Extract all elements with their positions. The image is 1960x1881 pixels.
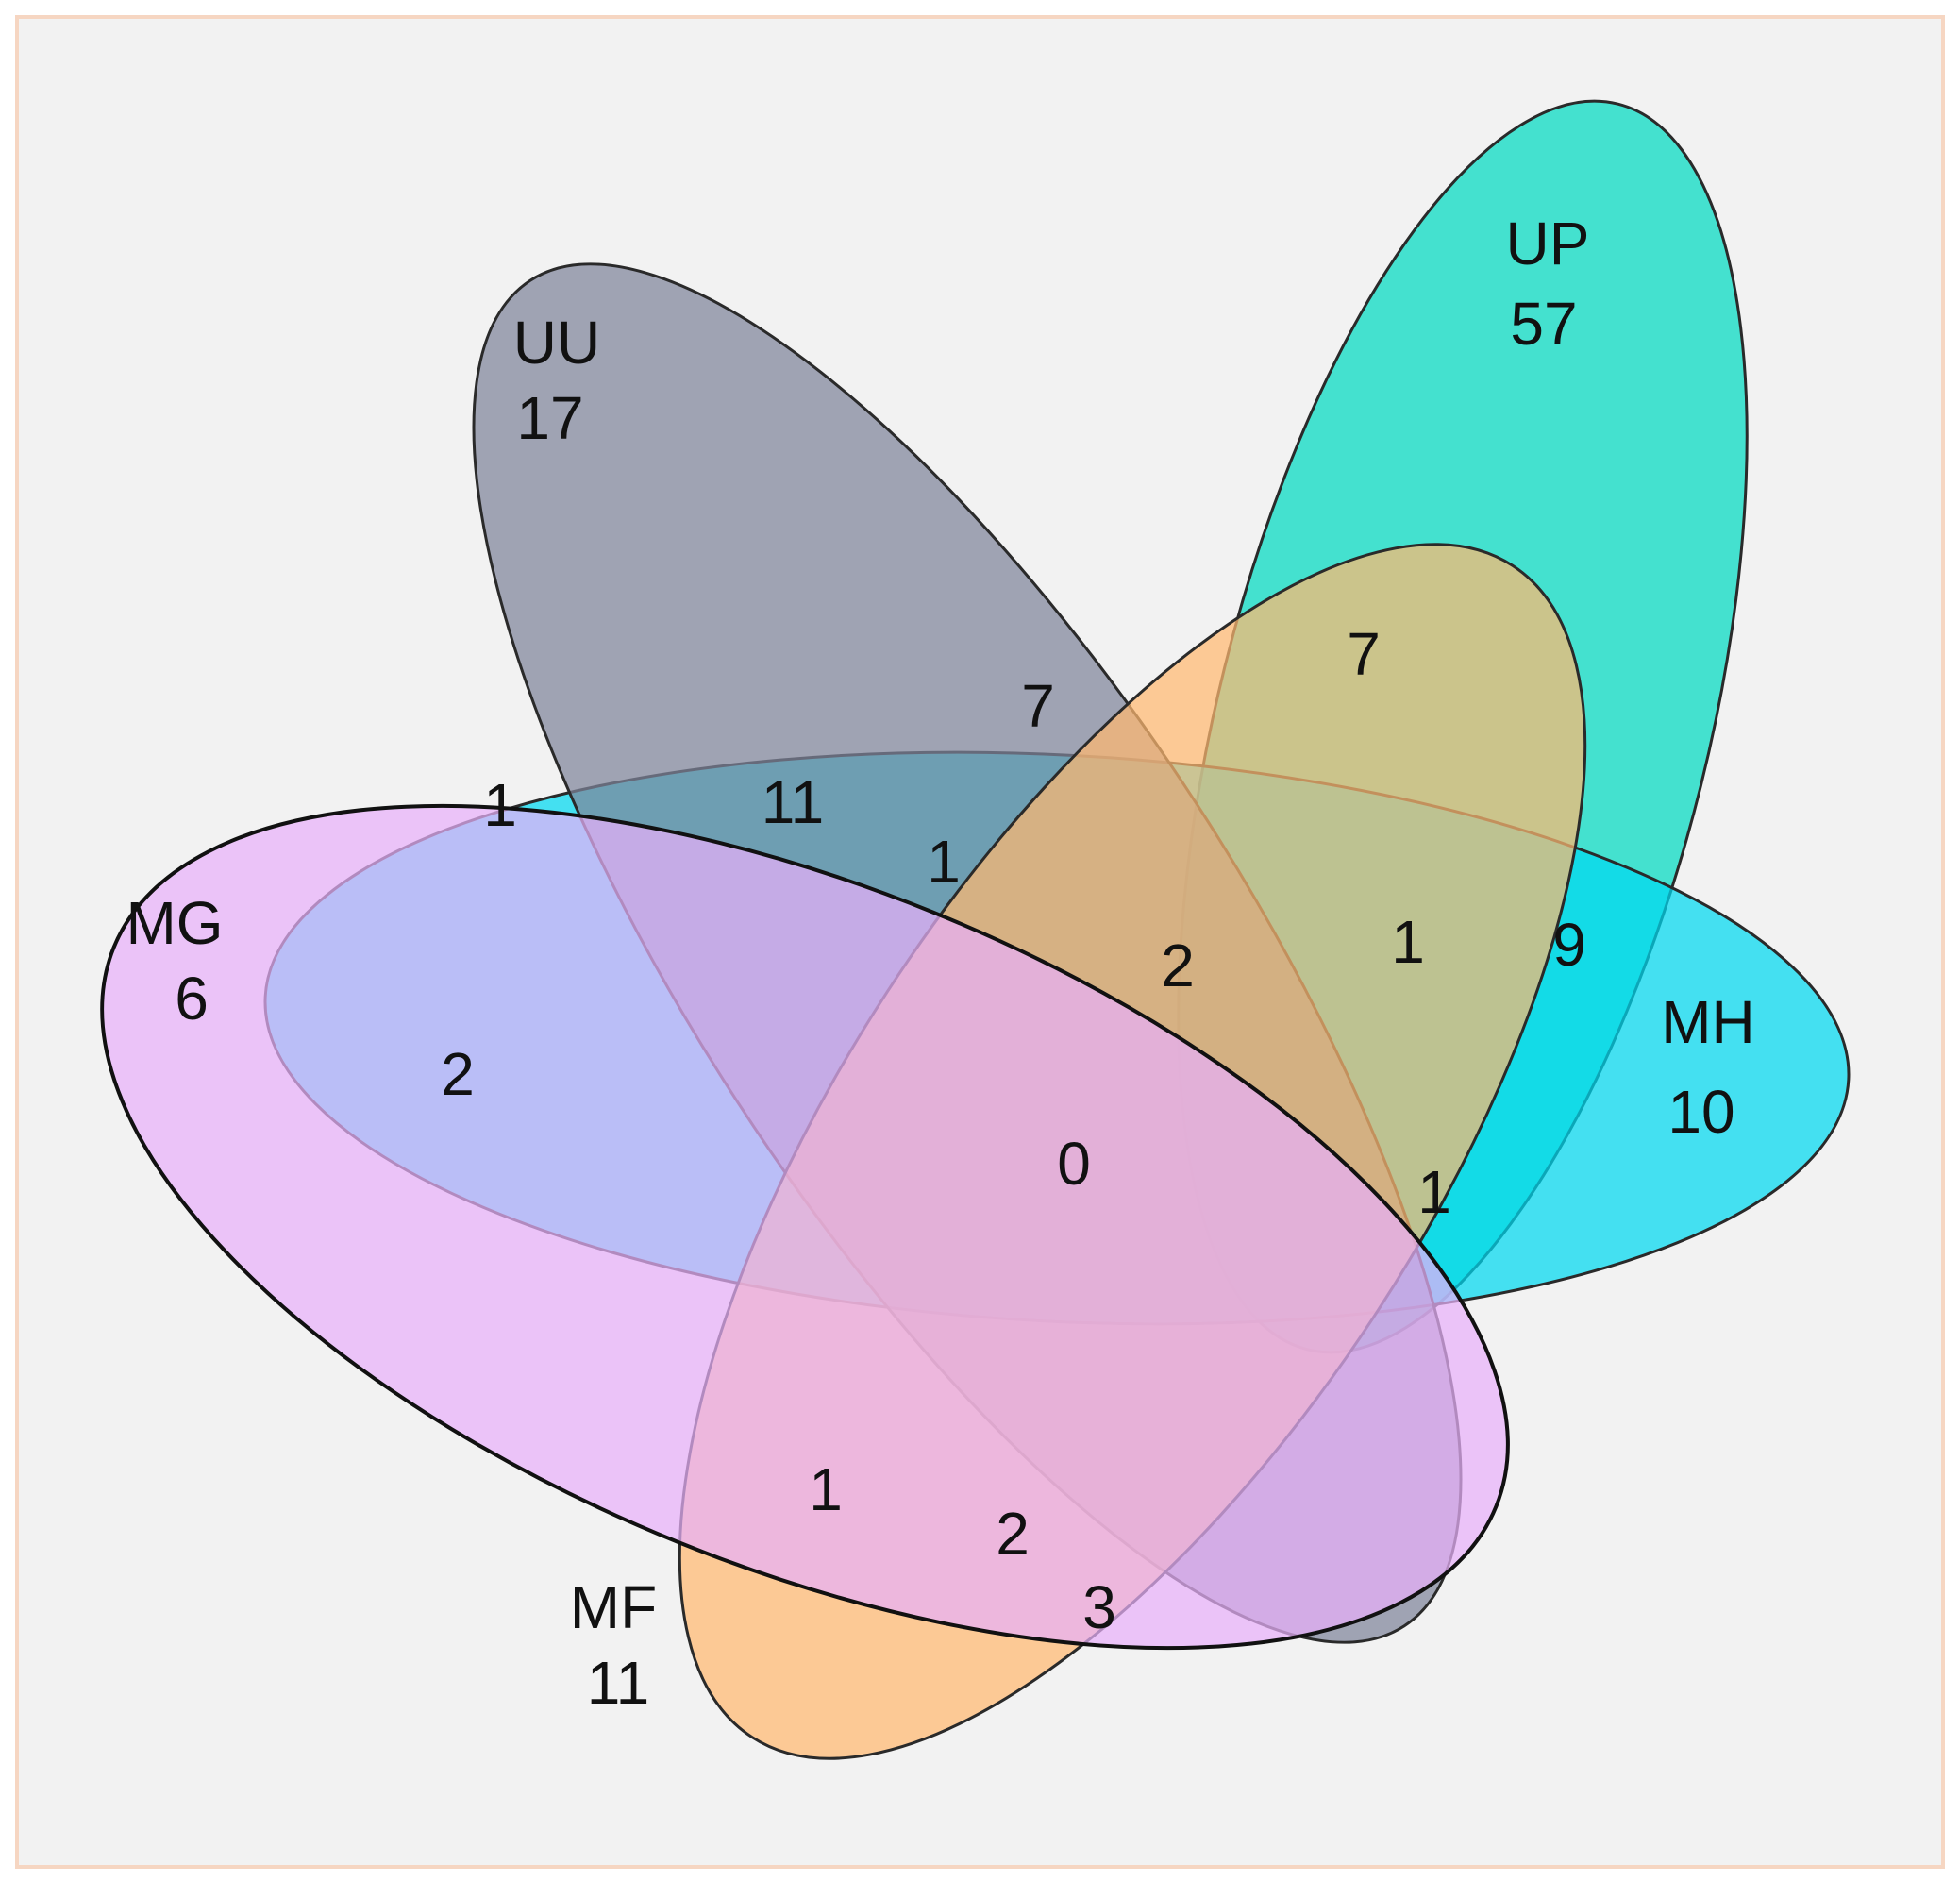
region-count-up-mh: 9 (1552, 911, 1586, 979)
set-count-mg: 6 (175, 965, 209, 1033)
set-label-mg: MG (126, 889, 223, 957)
set-count-up: 57 (1510, 290, 1577, 358)
region-count-up-mh-mf: 1 (1391, 908, 1425, 976)
region-count-uu-up-mh: 1 (1417, 1158, 1451, 1226)
set-count-uu: 17 (516, 384, 583, 452)
region-count-uu-mh: 11 (762, 768, 824, 836)
region-count-uu-mh-mf: 1 (927, 828, 961, 896)
set-count-mh: 10 (1667, 1078, 1734, 1146)
set-count-mf: 11 (587, 1649, 649, 1717)
set-label-mh: MH (1661, 988, 1755, 1056)
region-count-mg-mf: 1 (809, 1455, 843, 1523)
set-ellipse-mg (100, 803, 1510, 1651)
set-label-uu: UU (513, 309, 600, 377)
region-count-up-mf: 7 (1347, 620, 1381, 688)
region-count-uu-up-mh-mf: 2 (1161, 932, 1195, 999)
region-count-mh-mf: 3 (1082, 1573, 1116, 1641)
region-count-all-five: 0 (1057, 1130, 1091, 1198)
region-count-mg-mh-mf: 2 (996, 1500, 1030, 1568)
region-count-mg-mh: 2 (441, 1040, 475, 1108)
region-count-uu-mg: 1 (483, 771, 517, 839)
region-count-uu-up-mf: 7 (1021, 672, 1055, 740)
set-label-mf: MF (570, 1573, 657, 1641)
set-label-up: UP (1506, 210, 1590, 277)
